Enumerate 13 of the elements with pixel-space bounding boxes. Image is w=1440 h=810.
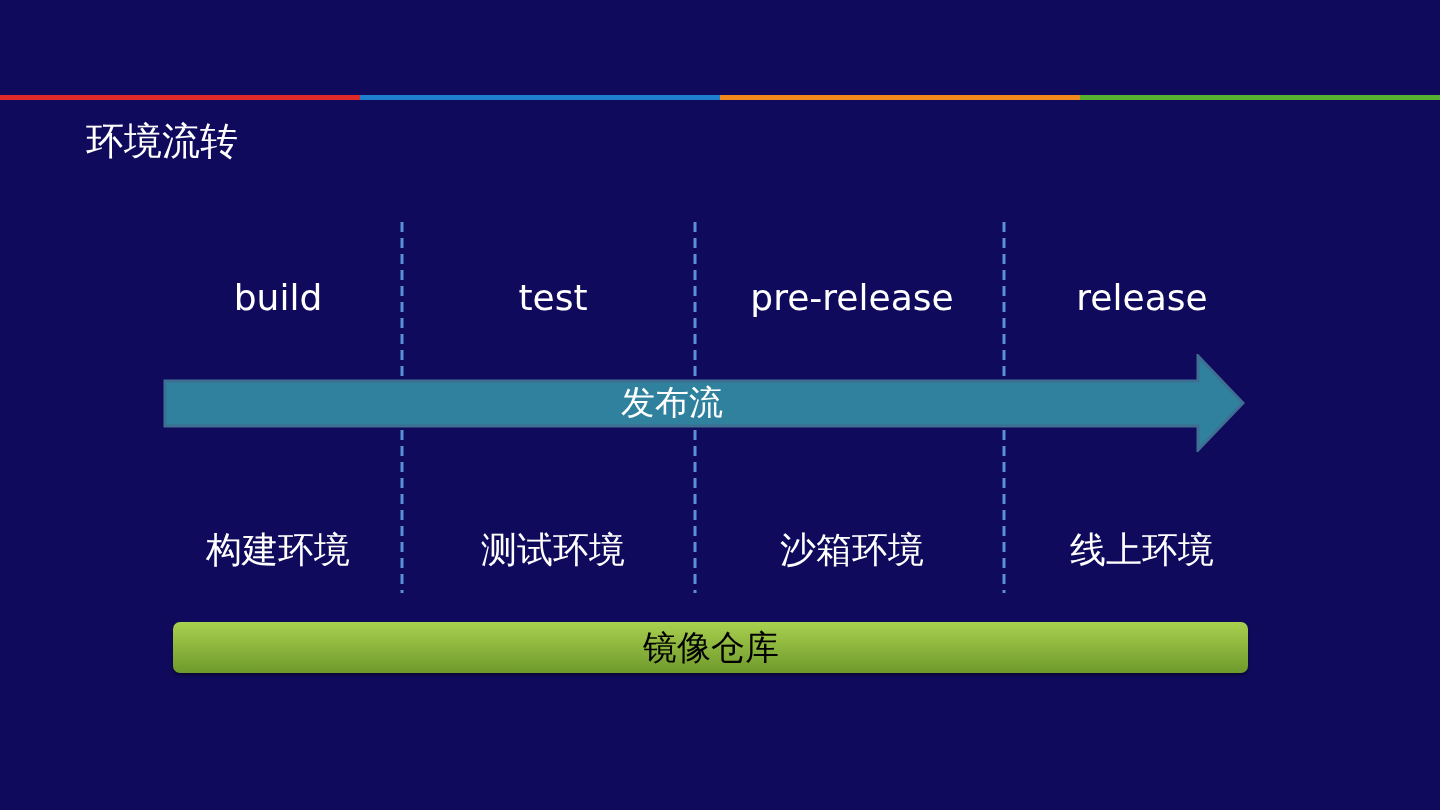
environment-label: 测试环境 — [480, 528, 626, 572]
node-label: 发布流 — [620, 381, 723, 424]
repository-bar — [173, 622, 1248, 673]
environment-label: 构建环境 — [205, 528, 351, 572]
environment-label: 线上环境 — [1069, 528, 1215, 572]
stage-label: release — [1075, 276, 1209, 320]
environment-label: 沙箱环境 — [779, 528, 925, 572]
stage-label: build — [232, 276, 324, 320]
node-label: 镜像仓库 — [642, 625, 779, 669]
stage-label: test — [517, 276, 589, 320]
slide-title: 环境流转 — [86, 118, 238, 165]
process-arrow — [163, 354, 1245, 452]
stage-label: pre-release — [749, 276, 955, 320]
